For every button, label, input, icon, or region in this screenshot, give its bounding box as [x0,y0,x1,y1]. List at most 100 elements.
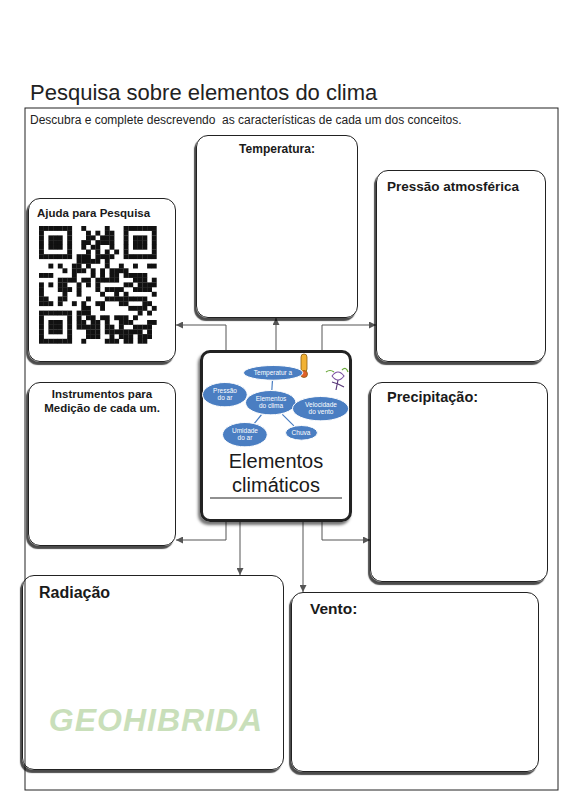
qr-module [44,339,49,344]
qr-module [67,325,72,330]
qr-module [152,245,157,250]
qr-module [58,329,63,334]
qr-module [86,231,91,236]
qr-module [124,254,129,259]
qr-module [44,301,49,306]
qr-module [77,254,82,259]
qr-module [86,240,91,245]
instruments-box: Instrumentos para Medição de cada um. [28,382,176,546]
qr-module [114,250,119,255]
qr-module [53,235,58,240]
qr-module [110,278,115,283]
qr-module [81,311,86,316]
qr-module [110,268,115,273]
qr-module [124,282,129,287]
qr-module [100,254,105,259]
qr-module [72,301,77,306]
center-circle: Elementos do clima [245,390,296,415]
qr-module [86,329,91,334]
circle-outline [243,366,302,381]
qr-module [39,282,44,287]
qr-module [147,264,152,269]
qr-module [133,245,138,250]
qr-module [81,226,86,231]
qr-module [133,315,138,320]
qr-module [119,325,124,330]
qr-module [138,273,143,278]
qr-module [138,306,143,311]
arrow-connector [176,522,226,540]
qr-module [138,339,143,344]
qr-module [105,278,110,283]
qr-module [147,329,152,334]
circle-outline [246,391,296,415]
qr-module [133,325,138,330]
qr-module [86,264,91,269]
qr-module [91,315,96,320]
qr-module [67,320,72,325]
qr-module [39,226,44,231]
qr-module [77,315,82,320]
qr-module [152,278,157,283]
qr-module [39,315,44,320]
qr-module [142,235,147,240]
qr-module [110,325,115,330]
central-box: Temperatur aPressão do arElementos do cl… [200,350,352,522]
arrow-connector [276,318,277,350]
qr-module [105,231,110,236]
qr-module [81,268,86,273]
qr-module [124,235,129,240]
qr-module [77,268,82,273]
qr-module [100,268,105,273]
qr-module [138,325,143,330]
qr-module [138,334,143,339]
qr-module [100,278,105,283]
qr-module [152,320,157,325]
qr-module [114,287,119,292]
qr-module [67,339,72,344]
qr-module [138,278,143,283]
page-frame [25,108,558,790]
qr-module [63,292,68,297]
qr-module [39,301,44,306]
qr-module [105,226,110,231]
qr-module [152,250,157,255]
qr-module [77,325,82,330]
qr-module [91,329,96,334]
qr-module [100,315,105,320]
qr-module [39,231,44,236]
box-heading: Precipitação: [387,388,531,406]
qr-module [124,231,129,236]
qr-module [86,311,91,316]
qr-module [142,287,147,292]
qr-module [138,297,143,302]
qr-module [152,235,157,240]
qr-module [100,235,105,240]
qr-module [53,254,58,259]
qr-module [119,320,124,325]
qr-module [53,240,58,245]
qr-module [67,254,72,259]
qr-module [72,268,77,273]
qr-module [67,245,72,250]
arrow-connector [322,325,376,350]
qr-module [133,306,138,311]
qr-module [100,292,105,297]
qr-module [95,259,100,264]
qr-module [133,226,138,231]
qr-module [39,339,44,344]
qr-module [105,339,110,344]
qr-module [128,329,133,334]
concept-box: Radiação [22,575,284,770]
qr-module [58,254,63,259]
arrow-connector [176,325,226,350]
qr-module [91,245,96,250]
qr-module [91,320,96,325]
qr-module [91,334,96,339]
qr-module [138,240,143,245]
qr-module [138,311,143,316]
qr-module [67,334,72,339]
qr-module [58,297,63,302]
qr-module [39,254,44,259]
qr-module [67,231,72,236]
